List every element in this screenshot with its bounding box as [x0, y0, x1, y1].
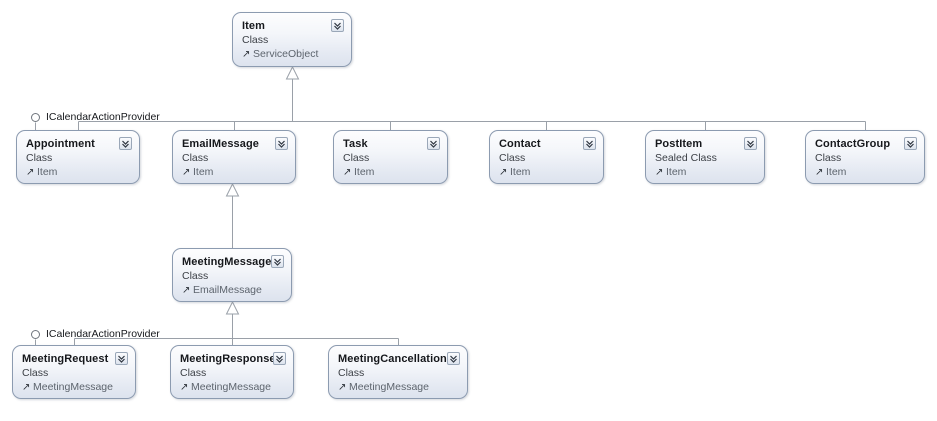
class-base-row: ↗ServiceObject [242, 47, 343, 62]
class-shape-item[interactable]: Item Class ↗ServiceObject [232, 12, 352, 67]
class-shape-meetingresponse[interactable]: MeetingResponse Class ↗MeetingMessage [170, 345, 294, 399]
base-class-name: ServiceObject [253, 48, 319, 60]
class-shape-meetingcancellation[interactable]: MeetingCancellation Class ↗MeetingMessag… [328, 345, 468, 399]
chevron-double-down-icon[interactable] [744, 137, 757, 150]
base-class-arrow-icon: ↗ [242, 49, 251, 60]
interface-label: ICalendarActionProvider [46, 328, 160, 340]
base-class-arrow-icon: ↗ [26, 167, 35, 178]
chevron-double-down-icon[interactable] [427, 137, 440, 150]
base-class-arrow-icon: ↗ [343, 167, 352, 178]
chevron-double-down-icon[interactable] [119, 137, 132, 150]
class-shape-meetingrequest[interactable]: MeetingRequest Class ↗MeetingMessage [12, 345, 136, 399]
base-class-arrow-icon: ↗ [180, 382, 189, 393]
class-name: MeetingMessage [182, 256, 272, 268]
class-name: MeetingResponse [180, 353, 276, 365]
base-class-arrow-icon: ↗ [815, 167, 824, 178]
class-stereotype: Class [182, 152, 209, 164]
generalization-arrowhead-emailmessage [225, 182, 240, 197]
class-shape-meetingmessage[interactable]: MeetingMessage Class ↗EmailMessage [172, 248, 292, 302]
interface-ball-icon [31, 113, 40, 122]
base-class-name: Item [354, 166, 375, 178]
base-class-name: MeetingMessage [191, 381, 271, 393]
base-class-name: EmailMessage [193, 284, 262, 296]
class-base-row: ↗Item [499, 165, 595, 180]
base-class-name: Item [826, 166, 847, 178]
base-class-arrow-icon: ↗ [22, 382, 31, 393]
base-class-name: Item [37, 166, 58, 178]
base-class-arrow-icon: ↗ [499, 167, 508, 178]
class-base-row: ↗Item [815, 165, 916, 180]
class-base-row: ↗EmailMessage [182, 283, 283, 298]
chevron-double-down-icon[interactable] [904, 137, 917, 150]
class-name: PostItem [655, 138, 703, 150]
base-class-arrow-icon: ↗ [655, 167, 664, 178]
generalization-arrowhead-item [285, 65, 300, 80]
chevron-double-down-icon[interactable] [583, 137, 596, 150]
chevron-double-down-icon[interactable] [331, 19, 344, 32]
class-stereotype: Class [180, 367, 207, 379]
base-class-name: Item [193, 166, 214, 178]
base-class-name: Item [666, 166, 687, 178]
generalization-arrowhead-meetingmessage [225, 300, 240, 315]
class-stereotype: Class [338, 367, 365, 379]
class-name: Task [343, 138, 368, 150]
class-stereotype: Class [242, 34, 269, 46]
class-shape-postitem[interactable]: PostItem Sealed Class ↗Item [645, 130, 765, 184]
class-stereotype: Sealed Class [655, 152, 717, 164]
class-shape-appointment[interactable]: Appointment Class ↗Item [16, 130, 140, 184]
interface-label: ICalendarActionProvider [46, 111, 160, 123]
class-stereotype: Class [343, 152, 370, 164]
chevron-double-down-icon[interactable] [275, 137, 288, 150]
class-shape-contact[interactable]: Contact Class ↗Item [489, 130, 604, 184]
class-stereotype: Class [22, 367, 49, 379]
class-base-row: ↗MeetingMessage [180, 380, 285, 395]
class-base-row: ↗Item [26, 165, 131, 180]
base-class-name: Item [510, 166, 531, 178]
class-stereotype: Class [815, 152, 842, 164]
chevron-double-down-icon[interactable] [273, 352, 286, 365]
interface-ball-icon [31, 330, 40, 339]
class-name: MeetingRequest [22, 353, 109, 365]
class-base-row: ↗Item [655, 165, 756, 180]
class-name: Contact [499, 138, 541, 150]
class-base-row: ↗MeetingMessage [338, 380, 459, 395]
class-base-row: ↗Item [343, 165, 439, 180]
class-name: EmailMessage [182, 138, 260, 150]
class-base-row: ↗Item [182, 165, 287, 180]
class-shape-task[interactable]: Task Class ↗Item [333, 130, 448, 184]
class-name: MeetingCancellation [338, 353, 447, 365]
class-shape-contactgroup[interactable]: ContactGroup Class ↗Item [805, 130, 925, 184]
class-stereotype: Class [499, 152, 526, 164]
base-class-arrow-icon: ↗ [338, 382, 347, 393]
base-class-arrow-icon: ↗ [182, 285, 191, 296]
class-base-row: ↗MeetingMessage [22, 380, 127, 395]
base-class-name: MeetingMessage [349, 381, 429, 393]
class-name: Item [242, 20, 266, 32]
chevron-double-down-icon[interactable] [447, 352, 460, 365]
class-shape-emailmessage[interactable]: EmailMessage Class ↗Item [172, 130, 296, 184]
chevron-double-down-icon[interactable] [115, 352, 128, 365]
class-name: ContactGroup [815, 138, 891, 150]
class-name: Appointment [26, 138, 95, 150]
chevron-double-down-icon[interactable] [271, 255, 284, 268]
class-stereotype: Class [182, 270, 209, 282]
base-class-name: MeetingMessage [33, 381, 113, 393]
class-stereotype: Class [26, 152, 53, 164]
base-class-arrow-icon: ↗ [182, 167, 191, 178]
